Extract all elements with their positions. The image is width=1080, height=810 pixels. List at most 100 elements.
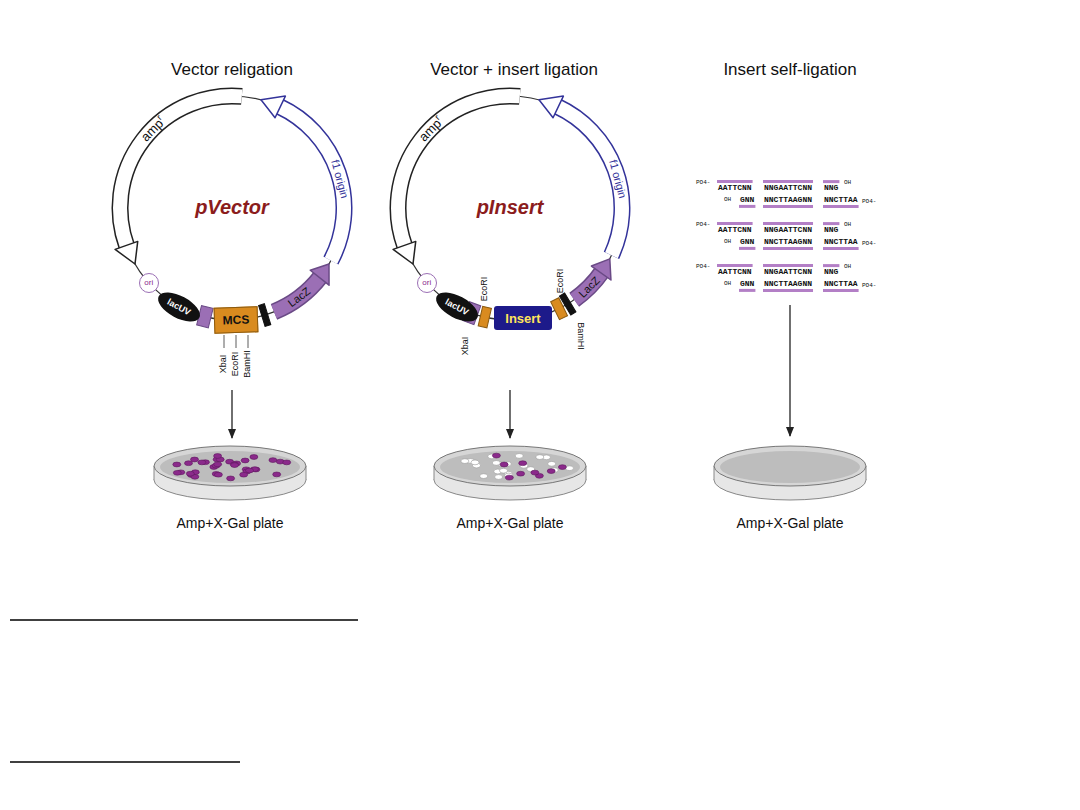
label-text: LacZ [576, 274, 602, 300]
label-text: EcoRI [479, 277, 489, 302]
agar-plate: Amp+X-Gal plate [145, 440, 315, 535]
panel-title: Insert self-ligation [723, 61, 856, 80]
box-label: MCS [222, 312, 249, 327]
colony [519, 461, 527, 466]
dna-strand [739, 205, 755, 208]
plate-label: Amp+X-Gal plate [705, 515, 875, 531]
box-label: ori [144, 278, 153, 287]
colony [214, 454, 222, 459]
ori-circle: ori [417, 273, 437, 293]
mcs-fragment [478, 306, 491, 328]
sequence-label: OH [844, 264, 851, 271]
map-label: EcoRI [556, 269, 566, 294]
agar [160, 451, 300, 483]
amp-gene-arrowhead [115, 241, 138, 264]
insert-box: Insert [494, 306, 552, 330]
colony [536, 455, 544, 460]
sequence-label: AATTCNN [718, 268, 752, 277]
sequence-label: NNG [824, 184, 838, 193]
box-label: lacUV [444, 297, 471, 318]
map-label: BamHI [575, 322, 585, 350]
sequence-label: NNCTTAAGNN [764, 238, 812, 247]
colony [492, 461, 500, 466]
dna-strand [823, 205, 859, 208]
sequence-label: PO4- [862, 199, 876, 206]
colony [461, 459, 469, 464]
map-label: ampr [415, 113, 446, 144]
colony [500, 468, 508, 473]
label-text: f1 origin [329, 159, 351, 200]
sequence-label: NNGAATTCNN [764, 268, 812, 277]
map-label: f1 origin [329, 159, 351, 200]
label-text: Vector religation [171, 60, 293, 79]
terminator-bar [559, 293, 575, 315]
colony [250, 455, 258, 460]
dna-strand [763, 247, 813, 250]
colony [186, 471, 194, 476]
lacz-gene-band [274, 277, 320, 312]
flow-arrow [231, 390, 232, 438]
plate-label: Amp+X-Gal plate [425, 515, 595, 531]
colony [548, 461, 556, 466]
label-text: XbaI [460, 337, 470, 356]
colony [283, 460, 291, 465]
arrow-line [789, 305, 790, 436]
map-label: XbaI [219, 355, 229, 374]
colony [230, 462, 238, 467]
sequence-label: GNN [740, 196, 754, 205]
box-label: ori [422, 278, 431, 287]
leader-line [224, 335, 225, 348]
colony [471, 460, 479, 465]
sequence-label: OH [844, 222, 851, 229]
colony [227, 476, 235, 481]
sequence-label: PO4- [862, 241, 876, 248]
agar-plate: Amp+X-Gal plate [705, 440, 875, 535]
lacz-gene-band [574, 272, 602, 300]
sequence-label: NNCTTAA [824, 238, 858, 247]
plate-label: Amp+X-Gal plate [145, 515, 315, 531]
panel-title: Vector + insert ligation [430, 61, 598, 80]
label-text: EcoRI [555, 269, 565, 294]
map-label: EcoRI [480, 277, 490, 302]
dna-strand [739, 289, 755, 292]
lacz-gene-outline [274, 277, 320, 312]
colony [492, 453, 500, 458]
plasmid-name: pVector [112, 196, 352, 219]
dish-rim [154, 446, 306, 486]
sequence-label: GNN [740, 280, 754, 289]
colony [246, 468, 254, 473]
leader-line [248, 335, 249, 348]
f1-origin-arrowhead [261, 96, 285, 118]
sequence-label: OH [724, 197, 731, 204]
sequence-label: OH [724, 239, 731, 246]
dna-strand [763, 289, 813, 292]
colony [505, 475, 513, 480]
label-text: Vector + insert ligation [430, 60, 598, 79]
colony [517, 471, 525, 476]
sequence-label: AATTCNN [718, 226, 752, 235]
agar [720, 451, 860, 483]
dna-strand [739, 247, 755, 250]
ori-circle: ori [139, 273, 159, 293]
colony [173, 470, 181, 475]
blank-line [10, 761, 240, 763]
map-label: BamHI [243, 350, 253, 378]
label-text: LacZ [286, 285, 313, 309]
sequence-label: OH [844, 180, 851, 187]
sequence-label: PO4- [696, 222, 710, 229]
colony [547, 469, 555, 474]
colony [240, 472, 248, 477]
mcs-box: MCS [213, 306, 258, 334]
label-text: BamHI [242, 350, 252, 378]
sequence-label: PO4- [696, 264, 710, 271]
colony [214, 462, 222, 467]
sequence-label: PO4- [862, 283, 876, 290]
dna-strand [823, 289, 859, 292]
plasmid-name: pInsert [390, 196, 630, 219]
sequence-label: NNG [824, 268, 838, 277]
sequence-label: GNN [740, 238, 754, 247]
label-text: f1 origin [607, 159, 629, 200]
dna-strand [823, 247, 859, 250]
lacz-gene-outline [574, 272, 602, 300]
sequence-label: NNCTTAAGNN [764, 280, 812, 289]
